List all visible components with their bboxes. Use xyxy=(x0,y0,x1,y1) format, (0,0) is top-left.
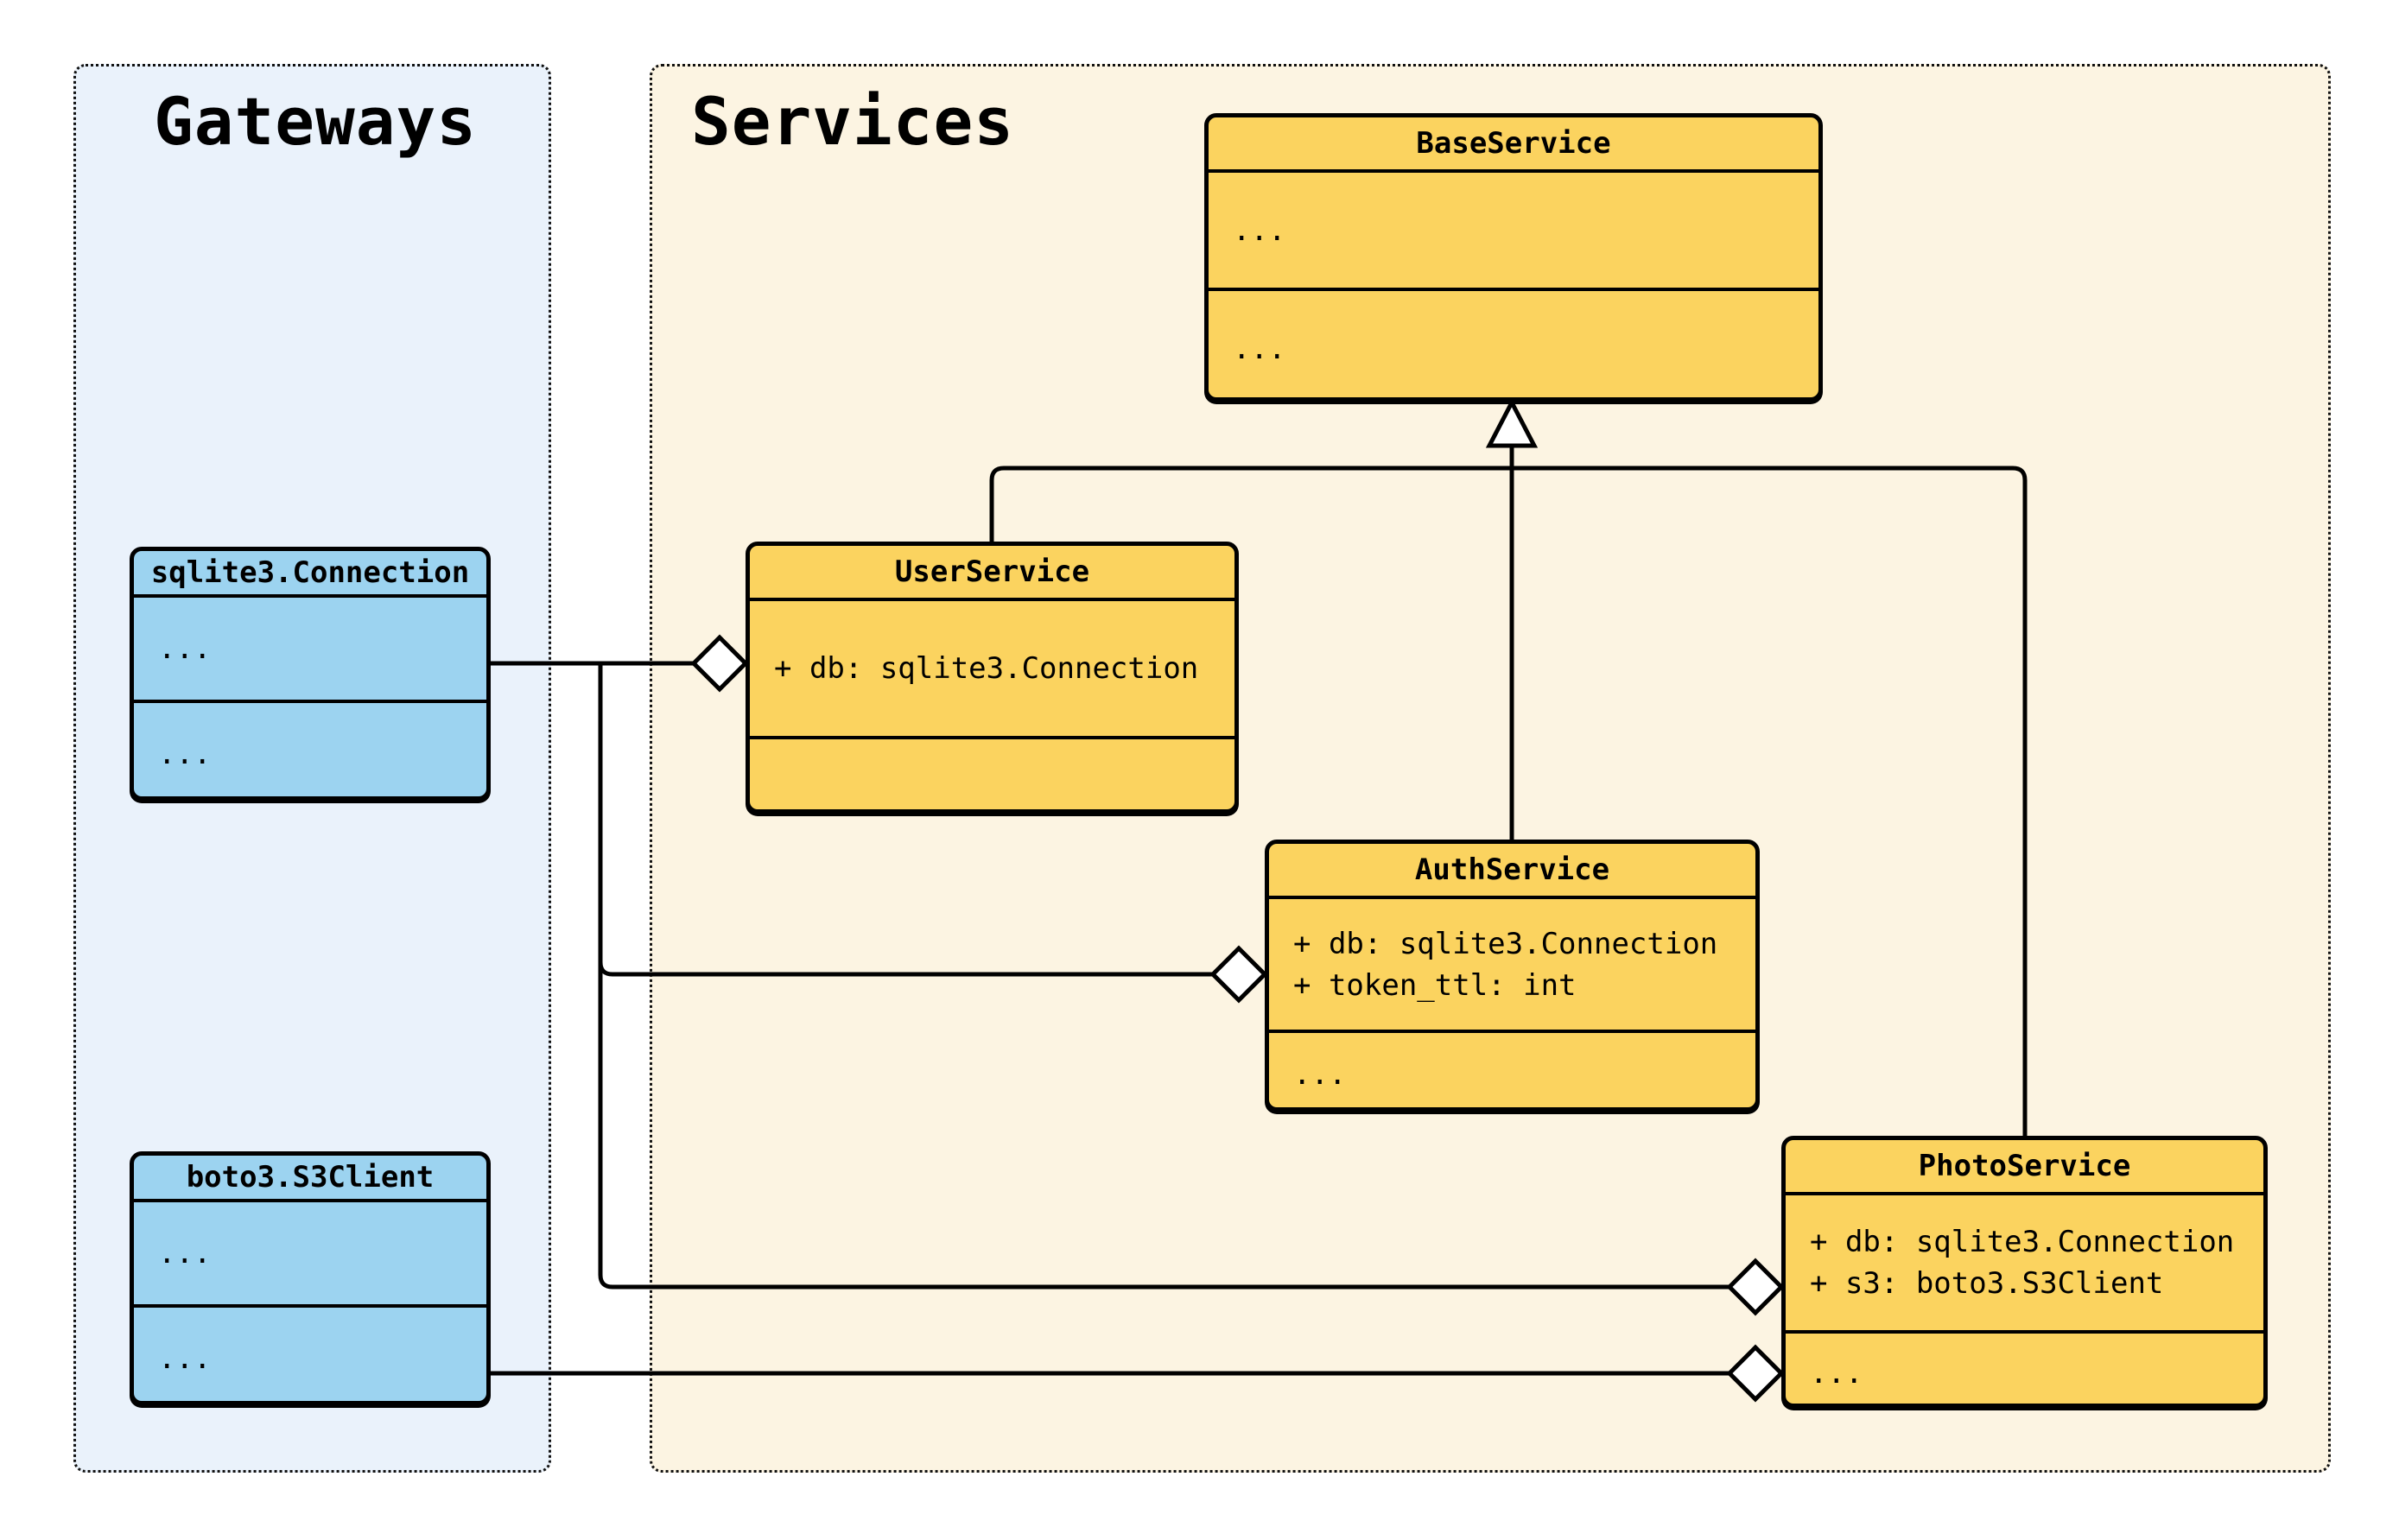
class-attributes-section: ... xyxy=(1209,169,1818,288)
attribute-line: ... xyxy=(1233,212,1286,248)
class-title: sqlite3.Connection xyxy=(150,555,470,590)
class-methods-section: ... xyxy=(134,1304,486,1401)
class-box-authservice: AuthService + db: sqlite3.Connection + t… xyxy=(1265,840,1760,1112)
method-line: ... xyxy=(1233,331,1286,366)
class-methods-section: ... xyxy=(1209,288,1818,397)
class-attributes-section: + db: sqlite3.Connection + token_ttl: in… xyxy=(1269,896,1755,1030)
class-attributes-section: + db: sqlite3.Connection xyxy=(750,598,1234,736)
method-line: ... xyxy=(1810,1355,1863,1391)
class-attributes-section: ... xyxy=(134,594,486,700)
method-line: ... xyxy=(1293,1057,1347,1092)
attribute-line: + db: sqlite3.Connection xyxy=(1293,926,1718,961)
class-box-baseservice: BaseService ... ... xyxy=(1204,113,1823,402)
class-attributes-section: + db: sqlite3.Connection + s3: boto3.S3C… xyxy=(1786,1192,2263,1330)
class-title: UserService xyxy=(894,555,1090,589)
class-box-photoservice: PhotoService + db: sqlite3.Connection + … xyxy=(1781,1136,2268,1408)
class-box-boto3-s3client: boto3.S3Client ... ... xyxy=(130,1151,491,1405)
class-title: boto3.S3Client xyxy=(186,1160,435,1195)
class-methods-section: ... xyxy=(1269,1030,1755,1107)
class-title: AuthService xyxy=(1414,852,1610,887)
attribute-line: + db: sqlite3.Connection xyxy=(1810,1225,2235,1259)
class-title: BaseService xyxy=(1416,126,1611,161)
method-line: ... xyxy=(158,1341,212,1376)
class-title: PhotoService xyxy=(1918,1149,2131,1183)
attribute-line: ... xyxy=(158,631,212,666)
attribute-line: + s3: boto3.S3Client xyxy=(1810,1266,2164,1301)
gateways-group-title: Gateways xyxy=(154,83,478,160)
class-methods-section xyxy=(750,736,1234,809)
class-attributes-section: ... xyxy=(134,1199,486,1304)
attribute-line: + token_ttl: int xyxy=(1293,967,1577,1003)
class-box-sqlite3-connection: sqlite3.Connection ... ... xyxy=(130,547,491,801)
services-group-title: Services xyxy=(691,83,1015,160)
class-box-userservice: UserService + db: sqlite3.Connection xyxy=(746,542,1239,814)
attribute-line: ... xyxy=(158,1236,212,1271)
class-methods-section: ... xyxy=(1786,1330,2263,1404)
method-line: ... xyxy=(158,737,212,771)
class-methods-section: ... xyxy=(134,700,486,796)
attribute-line: + db: sqlite3.Connection xyxy=(774,651,1199,686)
